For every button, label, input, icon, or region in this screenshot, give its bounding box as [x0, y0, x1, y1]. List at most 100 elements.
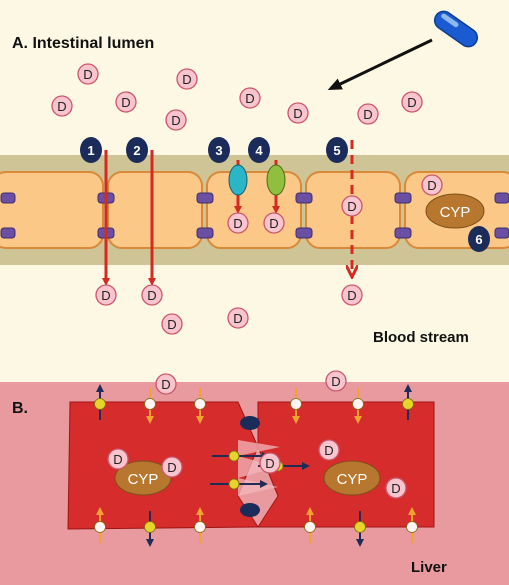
- transporter-arrow: [194, 507, 206, 543]
- pathway-badge-3: 3: [208, 137, 230, 163]
- svg-text:D: D: [324, 443, 333, 458]
- drug-molecule: D: [401, 91, 423, 113]
- pathway-badge-1: 1: [80, 137, 102, 163]
- svg-text:D: D: [171, 113, 180, 128]
- panel-a-title: A. Intestinal lumen: [12, 35, 154, 52]
- transporter-arrow: [406, 507, 418, 543]
- drug-molecule: D: [287, 102, 309, 124]
- svg-text:D: D: [293, 106, 302, 121]
- junction-transporter: [228, 478, 240, 490]
- uptake-transporter: [228, 164, 248, 196]
- svg-text:D: D: [233, 311, 242, 326]
- svg-text:D: D: [182, 72, 191, 87]
- drug-molecule: D: [318, 439, 340, 461]
- svg-text:D: D: [167, 317, 176, 332]
- drug-molecule: D: [115, 91, 137, 113]
- svg-text:1: 1: [87, 143, 94, 158]
- hepatic-transporters: [94, 384, 418, 547]
- drug-molecule: D: [161, 456, 183, 478]
- drug-molecule: D: [141, 284, 163, 306]
- pill-arrow: [327, 38, 433, 91]
- svg-text:D: D: [57, 99, 66, 114]
- drug-molecule: D: [176, 68, 198, 90]
- drug-molecule: D: [161, 313, 183, 335]
- drug-molecule: D: [165, 109, 187, 131]
- drug-molecule: D: [259, 452, 281, 474]
- drug-molecule: D: [385, 477, 407, 499]
- svg-text:D: D: [147, 288, 156, 303]
- svg-text:5: 5: [333, 143, 340, 158]
- pathway-badge-4: 4: [248, 137, 270, 163]
- svg-text:D: D: [269, 216, 278, 231]
- drug-molecule: D: [51, 95, 73, 117]
- junction-protein: [240, 416, 260, 430]
- cyp-enzyme-liver-left: CYP: [114, 460, 172, 496]
- pathway-badge-2: 2: [126, 137, 148, 163]
- pill-icon: [433, 10, 479, 48]
- svg-text:D: D: [391, 481, 400, 496]
- gap-junction-zone: [238, 440, 280, 496]
- junction-protein: [240, 503, 260, 517]
- svg-text:D: D: [113, 452, 122, 467]
- svg-text:D: D: [363, 107, 372, 122]
- drug-molecule: D: [227, 307, 249, 329]
- svg-text:CYP: CYP: [128, 471, 159, 488]
- transporter-arrow: [290, 388, 302, 424]
- transporter-arrow: [94, 384, 106, 420]
- transporter-arrow: [354, 511, 366, 547]
- svg-text:D: D: [407, 95, 416, 110]
- svg-text:D: D: [121, 95, 130, 110]
- transporter-arrow: [352, 388, 364, 424]
- svg-text:D: D: [427, 178, 436, 193]
- svg-text:CYP: CYP: [440, 204, 471, 221]
- svg-text:3: 3: [215, 143, 222, 158]
- transporter-arrow: [144, 388, 156, 424]
- drug-molecule: D: [421, 174, 443, 196]
- enterocyte: [107, 171, 203, 249]
- svg-text:D: D: [347, 288, 356, 303]
- svg-text:D: D: [83, 67, 92, 82]
- drug-molecule: D: [155, 373, 177, 395]
- svg-text:6: 6: [475, 232, 482, 247]
- pathway-badge-6: 6: [468, 226, 490, 252]
- drug-molecule: D: [341, 284, 363, 306]
- blood-stream-label: Blood stream: [373, 329, 469, 346]
- svg-text:D: D: [265, 456, 274, 471]
- drug-molecule: D: [95, 284, 117, 306]
- cyp-enzyme-liver-right: CYP: [323, 460, 381, 496]
- drug-molecule: D: [107, 448, 129, 470]
- enterocyte: [0, 171, 104, 249]
- drug-molecule: D: [341, 195, 363, 217]
- svg-text:D: D: [245, 91, 254, 106]
- svg-text:2: 2: [133, 143, 140, 158]
- cyp-enzyme-intestine: CYP: [425, 193, 485, 229]
- drug-molecules-liver: D D D D D D D: [107, 370, 407, 499]
- drug-molecule: D: [357, 103, 379, 125]
- junction-transporter: [228, 450, 240, 462]
- svg-text:D: D: [161, 377, 170, 392]
- svg-text:D: D: [331, 374, 340, 389]
- transporter-arrow: [144, 511, 156, 547]
- drug-molecule: D: [325, 370, 347, 392]
- svg-text:D: D: [347, 199, 356, 214]
- enterocyte: [206, 171, 302, 249]
- liver-label: Liver: [411, 559, 447, 576]
- svg-text:4: 4: [255, 143, 263, 158]
- transporter-arrow: [194, 388, 206, 424]
- panel-b-title: B.: [12, 400, 28, 417]
- svg-text:D: D: [101, 288, 110, 303]
- drug-molecule: D: [77, 63, 99, 85]
- tight-junctions: [0, 192, 509, 239]
- efflux-transporter: [266, 164, 286, 196]
- drug-molecule: D: [263, 212, 285, 234]
- svg-text:CYP: CYP: [337, 471, 368, 488]
- drug-molecule: D: [239, 87, 261, 109]
- svg-text:D: D: [167, 460, 176, 475]
- transporter-arrow: [402, 384, 414, 420]
- transporter-arrow: [94, 507, 106, 543]
- svg-text:D: D: [233, 216, 242, 231]
- pathway-badge-5: 5: [326, 137, 348, 163]
